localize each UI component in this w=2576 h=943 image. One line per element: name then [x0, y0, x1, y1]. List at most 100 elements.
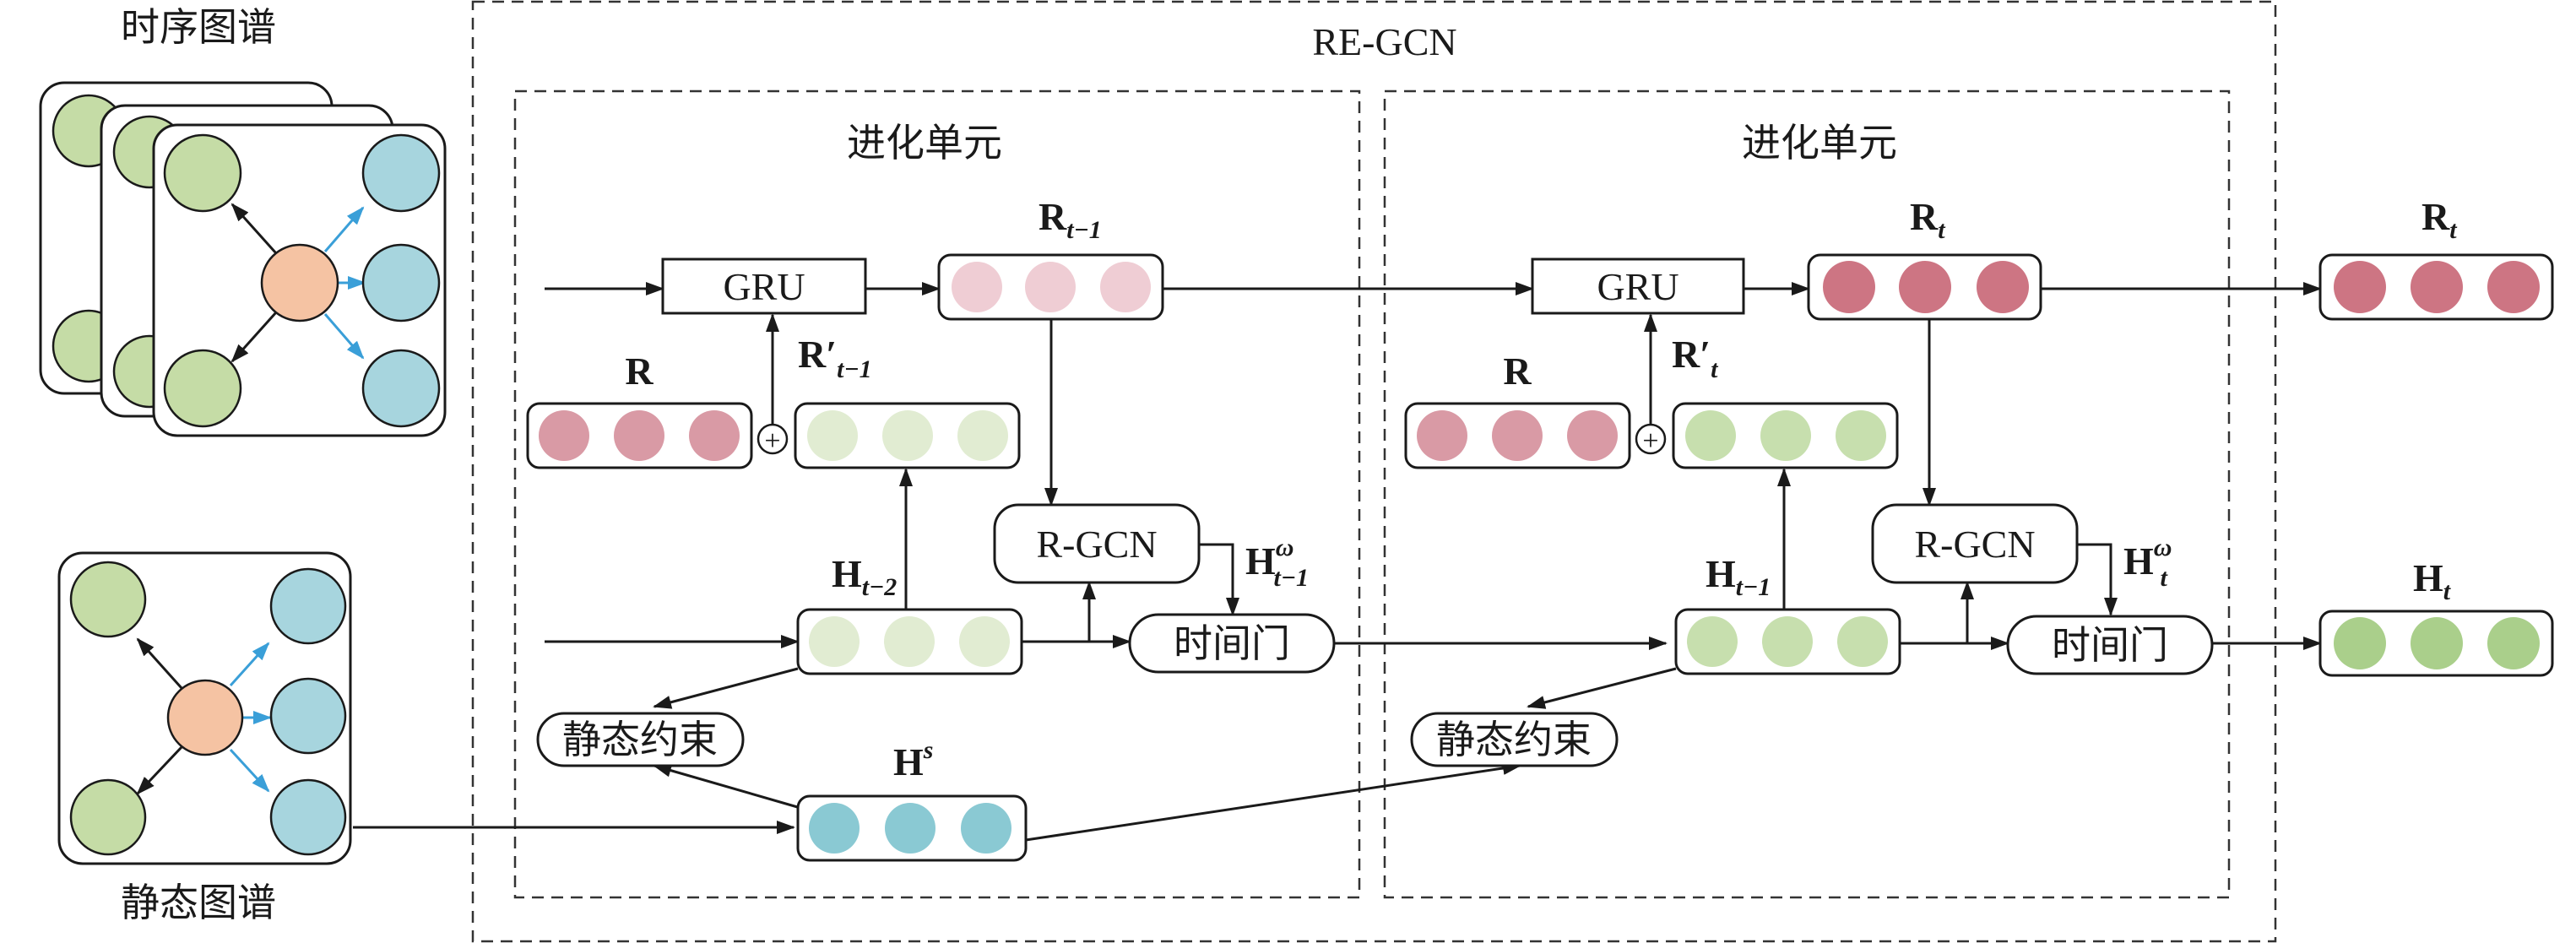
vector-cell	[1687, 616, 1738, 667]
h-static-vector	[796, 794, 1028, 862]
graph-node-blue	[361, 133, 441, 213]
time-gate-label-2: 时间门	[2052, 622, 2168, 668]
vector-cell	[1685, 410, 1736, 461]
arrow-hs-to-constraint-2	[1025, 761, 1521, 842]
label-r-t-unit2: Rt	[1910, 195, 1946, 244]
graph-node-green	[69, 561, 147, 638]
vector-cell	[1567, 410, 1618, 461]
vector-cell	[809, 803, 860, 854]
graph-node-center	[260, 243, 339, 322]
vector-cell	[959, 616, 1010, 667]
time-gate-label-1: 时间门	[1174, 621, 1290, 666]
plus-symbol-1: +	[764, 425, 780, 457]
vector-cell	[1836, 410, 1886, 461]
vector-cell	[2411, 261, 2463, 313]
vector-cell	[2334, 261, 2386, 313]
vector-cell	[1100, 262, 1151, 312]
rgcn-box-1	[993, 503, 1201, 584]
gru-label-1: GRU	[723, 265, 805, 308]
label-r-t-final: Rt	[2421, 195, 2458, 244]
graph-edge	[230, 203, 278, 255]
graph-edge	[136, 745, 183, 795]
vector-cell	[614, 410, 664, 461]
r-vector-static-2	[1404, 402, 1631, 469]
vector-cell	[1837, 616, 1888, 667]
r-vector-static-1	[526, 402, 753, 469]
vector-cell	[1762, 616, 1813, 667]
r-vector-t-minus-1	[937, 253, 1164, 321]
h-vector-final	[2318, 610, 2554, 677]
vector-cell	[1760, 410, 1811, 461]
label-r-2: R	[1503, 350, 1532, 393]
vector-cell	[1899, 261, 1951, 313]
vector-cell	[884, 616, 935, 667]
graph-edge-blue	[229, 748, 270, 793]
static-constraint-box-1	[536, 712, 745, 767]
gru-box-1	[661, 257, 867, 315]
vector-cell	[807, 410, 858, 461]
label-r-prime-t-minus-1: R′t−1	[798, 333, 872, 383]
label-r-prime-t: R′t	[1672, 333, 1719, 383]
vector-cell	[2411, 617, 2463, 669]
graph-node-green	[69, 778, 147, 856]
vector-cell	[1823, 261, 1875, 313]
graph-node-blue	[361, 243, 441, 322]
vector-cell	[1025, 262, 1076, 312]
vector-cell	[689, 410, 740, 461]
vector-cell	[885, 803, 935, 854]
graph-node-green	[163, 133, 242, 213]
vector-cell	[2487, 261, 2540, 313]
evolution-unit-1-frame	[513, 89, 1361, 899]
graph-node-blue	[269, 778, 347, 856]
h-vector-mid-2	[1672, 402, 1899, 469]
graph-edge-blue	[323, 313, 365, 360]
r-vector-final	[2318, 253, 2554, 321]
plus-symbol-2: +	[1642, 425, 1658, 457]
evolution-unit-2-frame	[1383, 89, 2231, 899]
label-r-1: R	[625, 350, 653, 393]
h-vector-t-minus-1	[1674, 608, 1901, 675]
evolution-unit-2-title: 进化单元	[1742, 120, 1897, 165]
vector-cell	[809, 616, 860, 667]
rgcn-box-2	[1871, 503, 2079, 584]
vector-cell	[961, 803, 1011, 854]
vector-cell	[2487, 617, 2540, 669]
graph-node-green	[163, 349, 242, 428]
arrow-h2-to-constraint	[1527, 667, 1677, 709]
gru-label-2: GRU	[1597, 265, 1678, 308]
rgcn-label-1: R-GCN	[1036, 523, 1157, 566]
graph-edge-blue	[323, 206, 365, 252]
static-graph	[57, 551, 352, 865]
label-h-t-final: Ht	[2413, 556, 2452, 605]
h-vector-t-minus-2	[796, 608, 1023, 675]
re-gcn-title: RE-GCN	[1312, 20, 1456, 63]
arrow-rgcn2-to-gate	[2077, 543, 2118, 616]
time-gate-box-1	[1128, 613, 1336, 674]
static-constraint-box-2	[1410, 712, 1619, 767]
vector-cell	[952, 262, 1002, 312]
evolution-unit-1-title: 进化单元	[847, 120, 1002, 165]
re-gcn-frame	[471, 0, 2277, 943]
arrow-hs-to-constraint-1	[653, 763, 801, 810]
vector-cell	[2334, 617, 2386, 669]
graph-edge	[230, 311, 278, 363]
graph-node-center	[166, 679, 244, 756]
plus-operator-1	[757, 423, 789, 455]
vector-cell	[1977, 261, 2029, 313]
vector-cell	[882, 410, 933, 461]
graph-node-blue	[361, 349, 441, 428]
vector-cell	[957, 410, 1008, 461]
temporal-graph-stack	[39, 81, 447, 437]
graph-edge-blue	[229, 642, 270, 687]
arrow-h1-to-constraint	[653, 667, 799, 709]
time-gate-box-2	[2006, 615, 2214, 675]
label-h-t-minus-1: Ht−1	[1706, 552, 1771, 601]
static-constraint-label-1: 静态约束	[562, 717, 718, 762]
gru-box-2	[1531, 257, 1745, 315]
plus-operator-2	[1635, 423, 1667, 455]
label-h-s: Hs	[893, 736, 933, 783]
vector-cell	[1492, 410, 1543, 461]
